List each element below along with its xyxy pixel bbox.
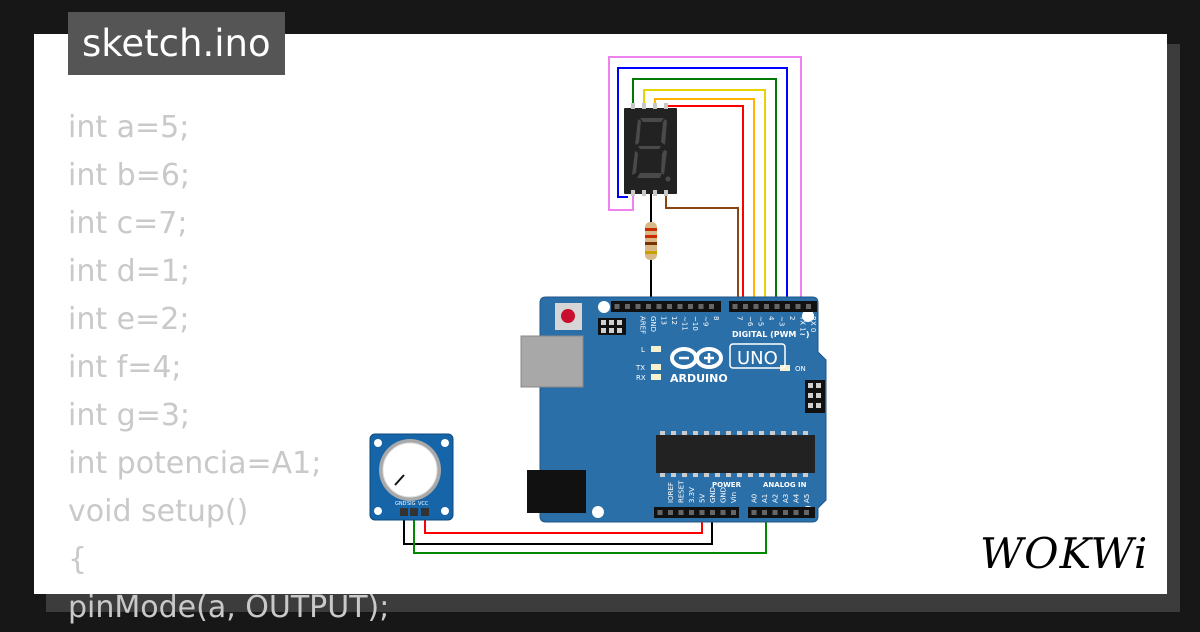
digital-pin-label: ~6 [746,316,754,327]
power-pin-label: GND [720,487,728,503]
code-line[interactable]: int d=1; [68,254,191,289]
digital-pin-label: AREF [639,316,647,334]
pot-pin-label-vcc: VCC [418,501,429,507]
analog-pin-label: A5 [803,494,811,503]
power-label: POWER [712,481,742,489]
digital-pin-label: 13 [660,316,668,325]
uno-badge [729,343,786,369]
led-tx-label: TX [635,364,645,372]
analog-pin-label: A2 [772,494,780,503]
digital-pin-label: ~11 [681,316,689,331]
digital-pin-label: ~3 [778,316,786,326]
pot-pin-sig[interactable] [410,508,418,516]
wire-yellow [643,89,766,306]
wire-blue [617,67,788,306]
digital-pin-label: TX 1 [799,315,807,332]
led-l-label: L [641,346,645,354]
segment-pins [631,103,668,196]
digital-pin-label: 12 [670,316,678,325]
digital-pin-label: 7 [736,316,744,320]
segment-wires [608,56,802,308]
digital-pin-label: 2 [788,316,796,320]
power-pin-label: 3.3V [688,487,696,503]
code-line[interactable]: { [68,542,88,577]
board-model: UNO [737,348,778,369]
icsp-header-right [805,380,825,413]
code-line[interactable]: int a=5; [68,110,190,145]
analog-pin-label: A0 [751,494,759,503]
code-line[interactable]: int e=2; [68,302,190,337]
microcontroller-chip [656,435,815,473]
pot-pin-label-gnd: GND [395,501,407,507]
power-pin-label: 5V [699,494,707,503]
led-rx [651,374,661,380]
digital-pin-label: GND [649,316,657,332]
digital-pin-label: 8 [712,316,720,320]
led-l [651,346,661,352]
pot-pin-vcc[interactable] [421,508,429,516]
digital-header-right[interactable] [729,301,817,312]
digital-pin-label: ~5 [757,316,765,326]
seven-segment-display[interactable] [624,103,677,196]
power-header[interactable] [654,507,739,518]
code-line[interactable]: int c=7; [68,206,188,241]
power-pin-label: GND [709,487,717,503]
analog-label: ANALOG IN [763,481,807,489]
analog-pin-label: A4 [793,493,801,503]
resistor[interactable] [645,222,657,260]
led-on-label: ON [795,365,806,373]
code-editor[interactable]: int a=5; int b=6; int c=7; int d=1; int e=2;… [68,104,389,632]
usb-port [520,335,584,388]
led-rx-label: RX [636,374,646,382]
code-line[interactable]: int b=6; [68,158,191,193]
digital-pin-label: RX 0 [809,316,817,332]
code-line[interactable]: void setup() [68,494,249,529]
wire-orange [654,98,755,306]
wire-violet [608,56,802,306]
arduino-logo-icon [670,347,723,369]
code-line[interactable]: int f=4; [68,350,182,385]
sketch-filename-badge: sketch.ino [68,12,285,75]
dc-power-jack [527,470,586,513]
icsp-header-top [598,318,626,335]
potentiometer[interactable]: GND SIG VCC [369,433,454,521]
pot-pin-gnd[interactable] [400,508,408,516]
digital-pin-label: ~9 [702,316,710,326]
wokwi-logo: WOKWi [980,529,1148,578]
digital-label: DIGITAL (PWM ~) [732,330,810,339]
segment-bars [632,118,671,182]
code-line[interactable]: pinMode(a, OUTPUT); [68,590,390,625]
code-line[interactable]: int g=3; [68,398,191,433]
code-line[interactable]: int potencia=A1; [68,446,322,481]
power-pin-label: RESET [678,480,686,503]
digital-header-left[interactable] [611,301,721,312]
power-pin-label: IOREF [667,482,675,503]
knob-indicator [394,474,405,486]
digital-pin-label: ~10 [691,316,699,331]
power-pin-label: Vin [730,492,738,503]
analog-pin-label: A1 [761,494,769,503]
wire-red [666,105,744,306]
wire-pot-gnd [403,512,713,545]
wire-green [632,78,777,306]
analog-pin-label: A3 [782,494,790,503]
wire-brown [665,188,739,306]
led-tx [651,364,661,370]
wire-pot-signal [413,512,767,554]
led-on [780,365,790,371]
pot-pin-label-sig: SIG [407,501,416,507]
board-brand: ARDUINO [670,372,728,385]
analog-header[interactable] [748,507,815,518]
digital-pin-label: 4 [767,316,775,321]
